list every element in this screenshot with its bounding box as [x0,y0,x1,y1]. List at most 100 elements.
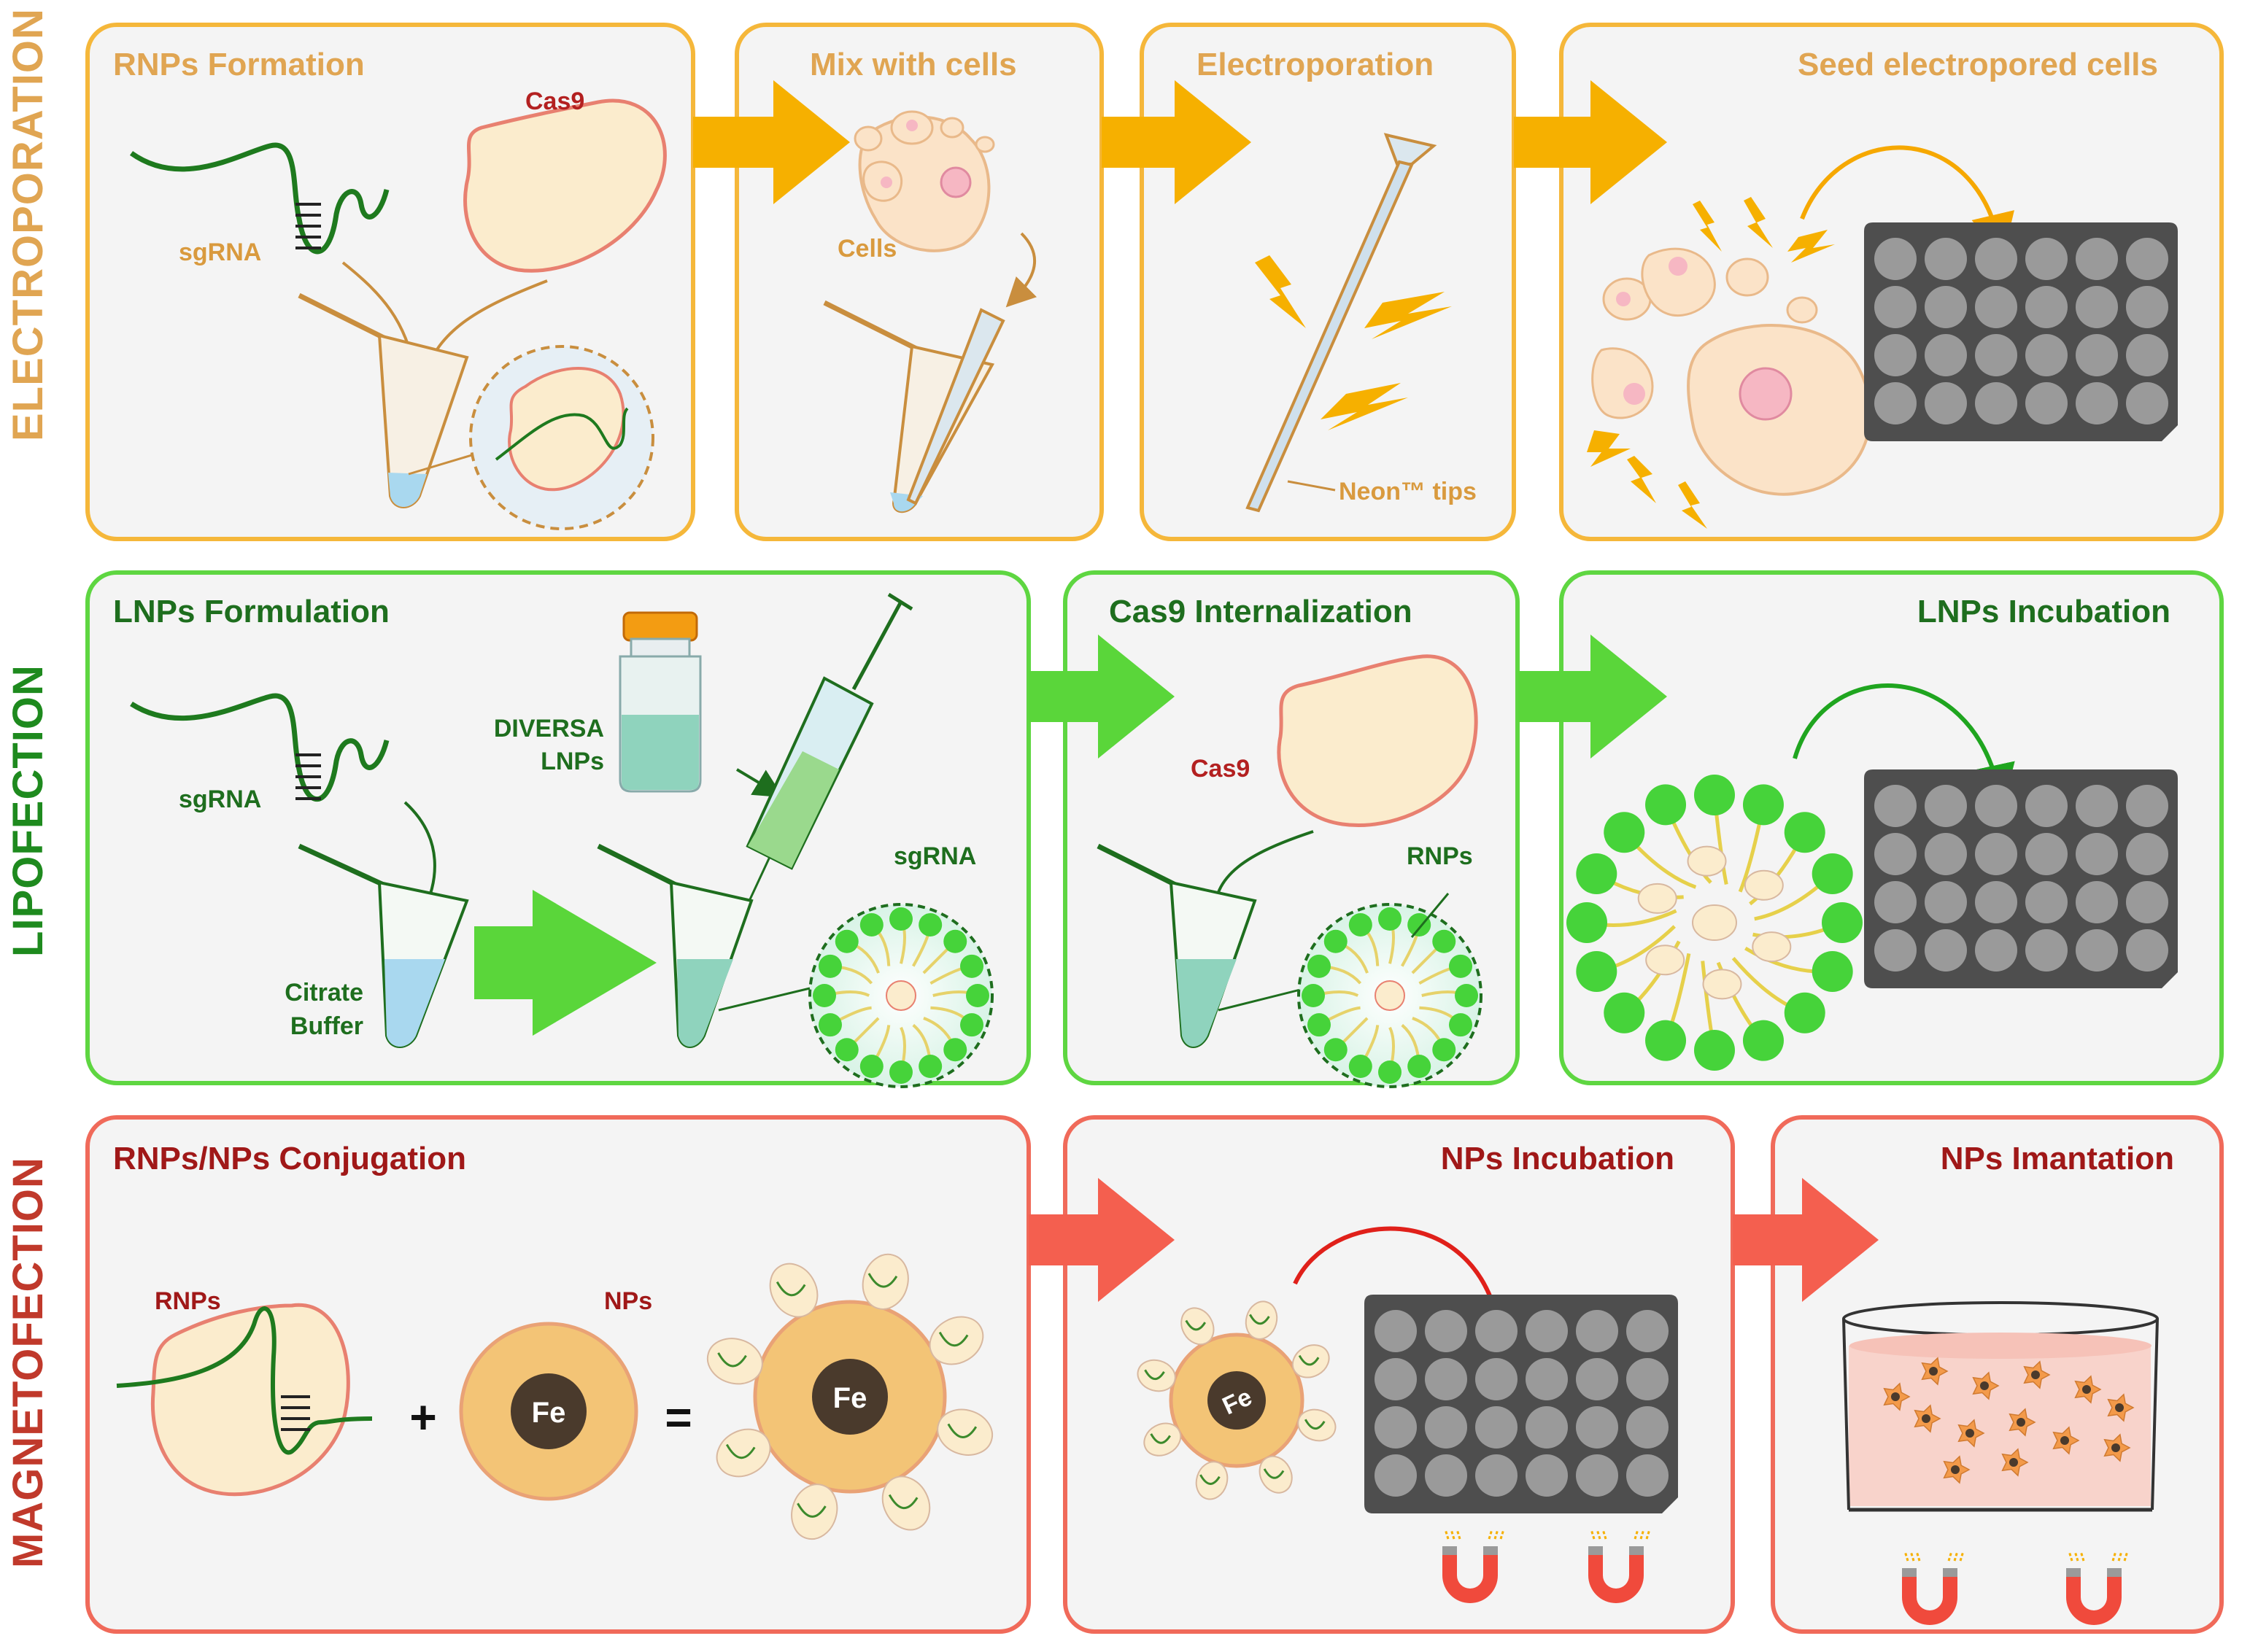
field-line [1903,1551,1909,1562]
rnp-strand [1199,1474,1221,1485]
rnp-particle [862,1253,909,1310]
well [1925,238,1967,280]
lightning-bolt [1627,456,1656,503]
fe-nanoparticle-conjugated [753,1300,947,1494]
lipid-head [1566,902,1607,943]
field-line [2117,1551,2123,1562]
well [1874,929,1917,972]
lipid-head [919,912,943,936]
text-layer: RNPs Formation Mix with cells Electropor… [113,47,2174,1443]
magnet-icon [1442,1529,1505,1603]
flow-arrow [1733,1178,1879,1302]
lipid-head [1694,775,1735,815]
field-line [1909,1551,1915,1562]
lipid-head [1378,1060,1402,1084]
rnp-cargo [1645,945,1685,976]
lipid-head [835,1038,859,1062]
mixing-arrow [735,768,784,798]
rnp-particle [716,1428,771,1478]
lipid-head [960,954,984,978]
well [2025,929,2068,972]
field-line [1601,1529,1607,1540]
callout-line [1410,893,1450,938]
well [2025,334,2068,376]
flow-arrow [1518,635,1667,759]
rnp-particle [706,1338,763,1385]
lipid-head [943,1038,967,1062]
well [1874,238,1917,280]
neon-tip [1245,133,1437,513]
magnet-body [1902,1575,1957,1625]
lipid-head [1449,1013,1473,1037]
magnetofection-row [85,1115,2224,1634]
cell-nanoparticle [2111,1443,2120,1452]
field-line [1959,1551,1965,1562]
lipid-head [1784,992,1825,1034]
lipid-head [966,984,989,1007]
citrate-tube [298,843,469,1048]
rnp-cargo [1752,931,1792,963]
flow-arrow [1029,1178,1175,1302]
sgrna-hairpin [295,203,321,249]
well [2076,881,2118,923]
lipid-head [859,912,884,936]
well [1975,238,2017,280]
cas9-protein [463,98,667,273]
lipid-head [1822,902,1863,943]
well [1425,1454,1467,1497]
cells-cluster [854,110,995,252]
well [1874,382,1917,424]
neon-tips-label: Neon™ tips [1339,478,1477,505]
mixing-arrow [1005,232,1037,308]
well [1975,833,2017,875]
well-plate [1364,1295,1678,1513]
rnp-particle [1180,1307,1215,1346]
well [1526,1406,1568,1449]
rnp-strand [1249,1314,1270,1325]
rnp-cargo [1637,883,1677,914]
magnet-body [2066,1575,2122,1625]
panel-title: Cas9 Internalization [1109,594,1412,629]
well [1925,881,1967,923]
panel-title: Mix with cells [810,47,1017,82]
well [1626,1310,1669,1352]
well [1925,382,1967,424]
lipid-head [1348,1055,1372,1079]
field-line [1499,1529,1505,1540]
citrate-label: Buffer [290,1012,363,1040]
mix-tube [1097,843,1257,1048]
magnet-pole [1588,1546,1603,1555]
lipid-head [919,1055,943,1079]
lipid-head [835,929,859,953]
magnet-pole [2066,1568,2081,1577]
magnet-pole [1442,1546,1457,1555]
lipid-head [813,984,836,1007]
lipid-head [859,1055,884,1079]
well [1975,929,2017,972]
pipette-tip [906,308,1005,505]
mix-tube [597,843,754,1048]
cell-nanoparticle [2031,1370,2040,1379]
cell-nanoparticle [1922,1414,1930,1423]
lipid-head [1449,954,1473,978]
lightning-bolt [1678,481,1707,529]
rnp-strand [1150,1433,1171,1444]
cas9-label: Cas9 [1191,755,1250,783]
lipid-head [1307,954,1331,978]
well [1425,1358,1467,1400]
transfer-arrow [1793,683,2015,809]
well [1475,1310,1518,1352]
rnp-particle [1245,1300,1278,1340]
well [1925,833,1967,875]
zoom-line [718,987,811,1012]
well [1475,1406,1518,1449]
well [1425,1406,1467,1449]
row-label-magnetofection: MAGNETOFECTION [4,1157,52,1568]
well [1626,1358,1669,1400]
row-label-lipofection: LIPOFECTION [4,664,52,957]
lipid-head [1742,784,1784,826]
fe-label: Fe [532,1397,566,1429]
cell-nanoparticle [1951,1465,1960,1474]
well [1925,785,1967,827]
panel-title: LNPs Incubation [1917,594,2170,629]
